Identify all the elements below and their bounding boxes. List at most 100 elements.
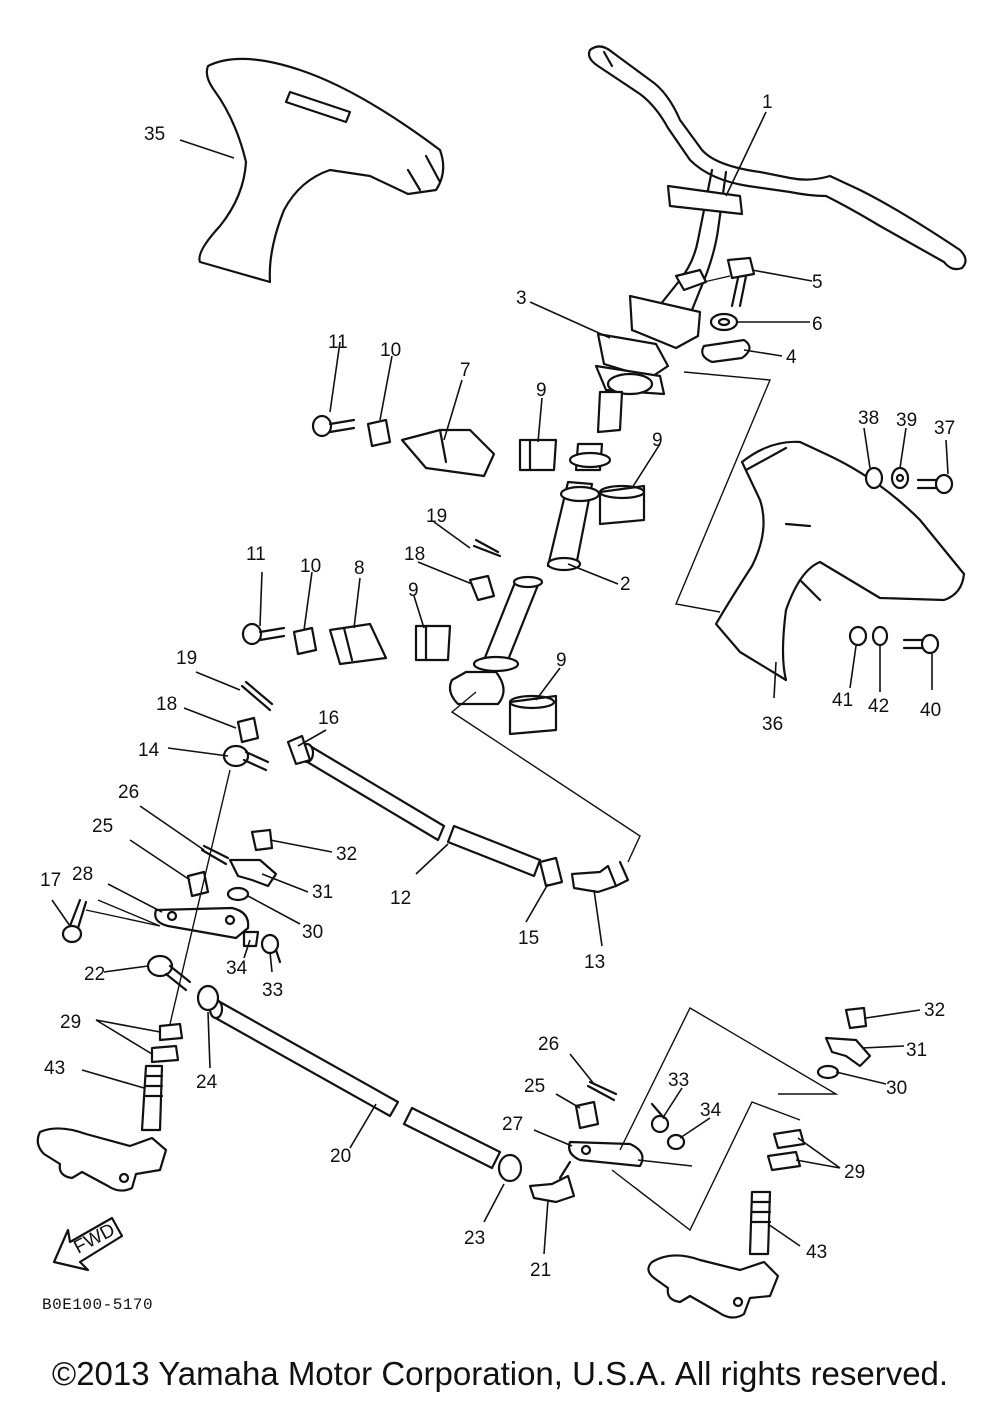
callout-26-a: 26 — [118, 782, 139, 803]
callout-9-a: 9 — [536, 380, 547, 401]
washer-30-right — [816, 1064, 840, 1080]
fwd-arrow-icon: FWD — [52, 1216, 124, 1272]
bolt-17 — [61, 898, 88, 944]
callout-29-a: 29 — [60, 1012, 81, 1033]
callout-10-b: 10 — [300, 556, 321, 577]
bolt-40 — [902, 633, 940, 655]
nut-24 — [196, 984, 220, 1012]
callout-34-b: 34 — [700, 1100, 722, 1121]
collar-9-a — [518, 438, 558, 472]
ball-joint-13 — [570, 860, 630, 894]
callout-10-a: 10 — [380, 340, 401, 361]
spindle-43-right — [647, 1190, 780, 1319]
washer-6 — [709, 312, 739, 332]
callout-1: 1 — [762, 92, 773, 113]
callout-9-c: 9 — [408, 580, 419, 601]
washer-38 — [864, 466, 884, 490]
copyright-notice: ©2013 Yamaha Motor Corporation, U.S.A. A… — [51, 1355, 949, 1392]
nut-25-left — [186, 870, 210, 898]
callout-40: 40 — [920, 700, 941, 721]
callout-13: 13 — [584, 952, 605, 973]
callout-43-b: 43 — [806, 1242, 827, 1263]
callout-7: 7 — [460, 360, 471, 381]
nut-39 — [890, 466, 910, 490]
callout-30-b: 30 — [886, 1078, 907, 1099]
bracket-7 — [400, 428, 496, 478]
steering-column — [448, 390, 624, 706]
callout-31-a: 31 — [312, 882, 333, 903]
cotter-pin-26-right — [586, 1080, 618, 1102]
cover-36 — [714, 440, 966, 682]
ball-joint-14 — [222, 744, 270, 772]
callout-8: 8 — [354, 558, 365, 579]
nut-16 — [286, 734, 312, 766]
leader-lines — [51, 111, 949, 1255]
callout-9-d: 9 — [556, 650, 567, 671]
washer-41 — [848, 625, 868, 647]
washer-34-left — [242, 930, 260, 948]
callout-34-a: 34 — [226, 958, 248, 979]
callout-18-b: 18 — [156, 694, 177, 715]
bolt-33-right — [650, 1102, 670, 1134]
lever-31-right — [824, 1036, 872, 1068]
bushing-9-b — [598, 484, 646, 526]
callout-31-b: 31 — [906, 1040, 927, 1061]
nut-18-upper — [468, 574, 496, 602]
callout-19-b: 19 — [176, 648, 197, 669]
callout-35: 35 — [144, 124, 165, 145]
nut-18-lower — [236, 716, 260, 744]
callout-labels: 1 2 3 4 5 6 7 8 9 9 9 9 10 10 11 11 12 1… — [40, 92, 955, 1281]
cover-35 — [198, 57, 445, 284]
callout-42: 42 — [868, 696, 889, 717]
cotter-pin-26-left — [200, 844, 230, 866]
arm-27 — [568, 1140, 644, 1168]
nut-10-lower — [292, 626, 318, 656]
nut-23 — [497, 1153, 523, 1183]
callout-17: 17 — [40, 870, 61, 891]
callout-11-a: 11 — [328, 332, 348, 353]
clips-29-right — [766, 1128, 806, 1172]
assembly-lines — [85, 275, 839, 1232]
callout-4: 4 — [786, 347, 797, 368]
callout-23: 23 — [464, 1228, 485, 1249]
callout-28: 28 — [72, 864, 93, 885]
nut-32-right — [844, 1006, 868, 1030]
nut-15 — [538, 856, 564, 888]
callout-14: 14 — [138, 740, 160, 761]
lever-31-upper — [228, 858, 278, 888]
callout-27: 27 — [502, 1114, 523, 1135]
callout-6: 6 — [812, 314, 823, 335]
handlebar — [587, 45, 967, 322]
callout-36: 36 — [762, 714, 783, 735]
bolt-33-left — [260, 933, 282, 964]
callout-19-a: 19 — [426, 506, 447, 527]
arm-28 — [154, 906, 250, 940]
drawing-code: B0E100-5170 — [42, 1296, 154, 1314]
cotter-pin-19-lower — [240, 680, 274, 712]
bolt-11-upper — [311, 414, 356, 438]
bracket-8 — [328, 622, 388, 666]
callout-41: 41 — [832, 690, 853, 711]
callout-12: 12 — [390, 888, 411, 909]
nut-42 — [871, 625, 889, 647]
cotter-pin-19-upper — [472, 538, 502, 558]
callout-30-a: 30 — [302, 922, 323, 943]
callout-33-a: 33 — [262, 980, 283, 1001]
callout-32-a: 32 — [336, 844, 357, 865]
washer-34-right — [666, 1133, 686, 1151]
spindle-43-left — [36, 1064, 168, 1192]
callout-3: 3 — [516, 288, 527, 309]
callout-25-a: 25 — [92, 816, 113, 837]
washer-30-upper — [226, 886, 250, 902]
callout-26-b: 26 — [538, 1034, 559, 1055]
upper-holder — [594, 294, 702, 396]
bushing-9-d — [508, 694, 558, 736]
clips-29-left — [150, 1022, 184, 1064]
callout-29-b: 29 — [844, 1162, 865, 1183]
callout-18-a: 18 — [404, 544, 425, 565]
callout-11-b: 11 — [246, 544, 266, 565]
nut-32-upper — [250, 828, 274, 852]
callout-15: 15 — [518, 928, 539, 949]
bolt-37 — [916, 473, 954, 495]
